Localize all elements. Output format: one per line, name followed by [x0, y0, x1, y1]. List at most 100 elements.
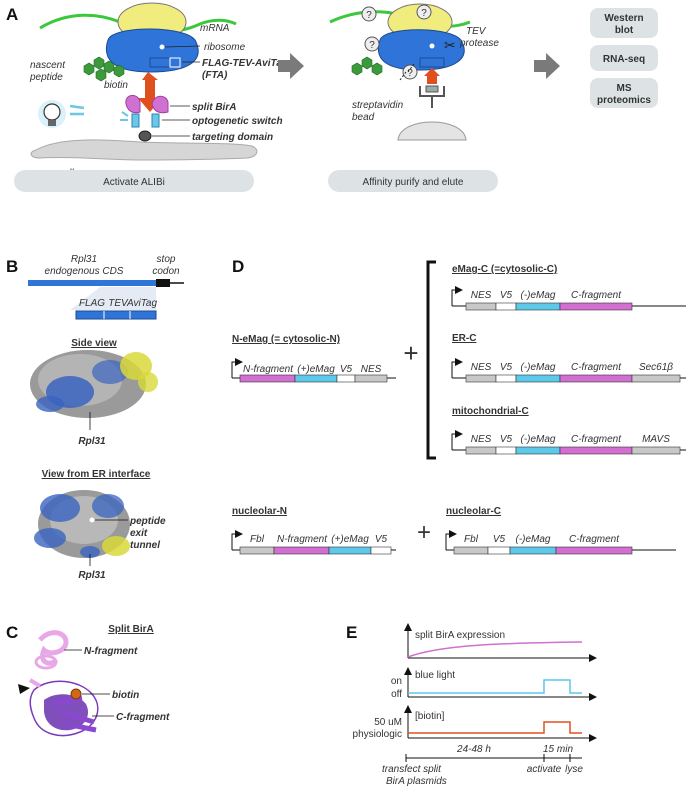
split-bira-title: Split BirA — [108, 624, 154, 635]
svg-text:?: ? — [366, 10, 372, 21]
plus-sign-1: + — [403, 338, 418, 368]
nascent-peptide-2 — [351, 56, 383, 76]
svg-text:V5: V5 — [500, 362, 513, 373]
bira-structure — [28, 630, 99, 737]
expression-label: split BirA expression — [415, 630, 505, 641]
svg-text:NES: NES — [471, 434, 492, 445]
ribosome-dot — [159, 44, 165, 50]
nascent-peptide — [83, 56, 125, 82]
step-purify-chip — [328, 170, 498, 192]
scissors-icon: ✂ — [444, 37, 456, 53]
svg-text:N-fragment: N-fragment — [277, 534, 328, 545]
fta-label-2: (FTA) — [202, 70, 228, 81]
lyse-label: lyse — [565, 764, 583, 775]
svg-text:Sec61β: Sec61β — [639, 362, 673, 373]
ribosome-structure-side — [30, 350, 158, 418]
svg-text:NES: NES — [471, 290, 492, 301]
construct-nucleolar-c: Fbl V5 (-)eMag C-fragment — [445, 530, 676, 555]
exit-tunnel-label-1: peptide — [129, 516, 166, 527]
svg-text:blot: blot — [615, 25, 634, 36]
switch-right — [151, 113, 160, 128]
panel-label-d: D — [232, 257, 244, 276]
panel-label-b: B — [6, 257, 18, 276]
off-label: off — [391, 689, 402, 700]
svg-text:(-)eMag: (-)eMag — [520, 290, 555, 301]
svg-text:(-)eMag: (-)eMag — [515, 534, 550, 545]
process-arrow-1 — [278, 53, 304, 79]
fta-label-1: FLAG-TEV-AviTag — [202, 58, 288, 69]
er-view-title: View from ER interface — [42, 469, 151, 480]
step-activate-label: Activate ALIBi — [103, 177, 165, 188]
ribosome-label: ribosome — [204, 42, 246, 53]
tag-tev-label: TEV — [108, 298, 129, 309]
stop-codon-label-1: stop — [157, 254, 176, 265]
biotin-conc-label: [biotin] — [415, 711, 445, 722]
tag-avi-label: AviTag — [126, 298, 157, 309]
light-bulb-icon — [43, 103, 61, 121]
blue-light-trace — [408, 679, 582, 694]
split-bira-left — [125, 95, 141, 114]
strep-label-1: streptavidin — [352, 100, 404, 111]
construct-er-c: NES V5 (-)eMag C-fragment Sec61β — [451, 358, 686, 383]
svg-text:MAVS: MAVS — [642, 434, 670, 445]
c-biotin-label: biotin — [112, 690, 139, 701]
svg-text:V5: V5 — [493, 534, 506, 545]
svg-text:NES: NES — [471, 362, 492, 373]
svg-text:NES: NES — [361, 364, 382, 375]
biotin-label: biotin — [104, 80, 128, 91]
svg-text:?: ? — [369, 40, 375, 51]
rpl31-label-er: Rpl31 — [78, 570, 106, 581]
svg-text:V5: V5 — [500, 290, 513, 301]
duration-1-label: 24-48 h — [456, 744, 491, 755]
svg-text:(+)eMag: (+)eMag — [297, 364, 335, 375]
mrna-label: mRNA — [200, 23, 230, 34]
transfect-label-2: BirA plasmids — [386, 776, 447, 786]
svg-text:RNA-seq: RNA-seq — [603, 54, 645, 65]
construct-n-emag: N-fragment (+)eMag V5 NES — [231, 358, 396, 383]
svg-text:C-fragment: C-fragment — [571, 434, 622, 445]
fta-tag-bar — [75, 310, 157, 320]
svg-text:C-fragment: C-fragment — [571, 362, 622, 373]
streptavidin — [425, 85, 439, 93]
targeting-domain — [138, 130, 152, 142]
panel-label-a: A — [6, 5, 18, 24]
svg-text:Fbl: Fbl — [250, 534, 265, 545]
stop-codon-bar — [156, 279, 170, 287]
svg-text:proteomics: proteomics — [597, 95, 651, 106]
blue-light-label: blue light — [415, 670, 455, 681]
strep-label-2: bead — [352, 112, 375, 123]
side-view-title: Side view — [71, 338, 117, 349]
step-purify-label: Affinity purify and elute — [363, 177, 464, 188]
n-fragment-label: N-fragment — [84, 646, 138, 657]
readout-ms-chip — [590, 78, 658, 108]
construct-mito-c: NES V5 (-)eMag C-fragment MAVS — [451, 430, 686, 455]
readout-rnaseq-chip — [590, 45, 658, 71]
svg-text:N-fragment: N-fragment — [243, 364, 294, 375]
tev-label-1: TEV — [466, 26, 487, 37]
tev-label-2: protease — [459, 38, 499, 49]
svg-text:MS: MS — [617, 83, 632, 94]
on-label: on — [391, 676, 402, 687]
n-emag-title: N-eMag (= cytosolic-N) — [232, 334, 340, 345]
targeting-label: targeting domain — [192, 132, 273, 143]
switch-left — [131, 113, 140, 128]
streptavidin-bead — [397, 121, 467, 141]
svg-text:(-)eMag: (-)eMag — [520, 434, 555, 445]
emag-c-title: eMag-C (=cytosolic-C) — [452, 264, 557, 275]
nucleolar-c-title: nucleolar-C — [446, 506, 501, 517]
unknown-protein-icons: ? ? ? ? — [361, 4, 432, 80]
pointer-arrowhead — [18, 684, 30, 694]
svg-text:(+)eMag: (+)eMag — [331, 534, 369, 545]
svg-text:V5: V5 — [500, 434, 513, 445]
rpl31-cds-label-1: Rpl31 — [71, 254, 97, 265]
split-bira-label: split BirA — [192, 102, 236, 113]
readout-western-chip — [590, 8, 658, 38]
uM50-label: 50 uM — [374, 717, 402, 728]
nascent-label-2: peptide — [29, 72, 63, 83]
stop-codon-label-2: codon — [152, 266, 180, 277]
ribosome-structure-er — [34, 490, 130, 558]
biotin-trace — [408, 721, 582, 734]
nascent-label-1: nascent — [30, 60, 66, 71]
svg-text:Fbl: Fbl — [464, 534, 479, 545]
